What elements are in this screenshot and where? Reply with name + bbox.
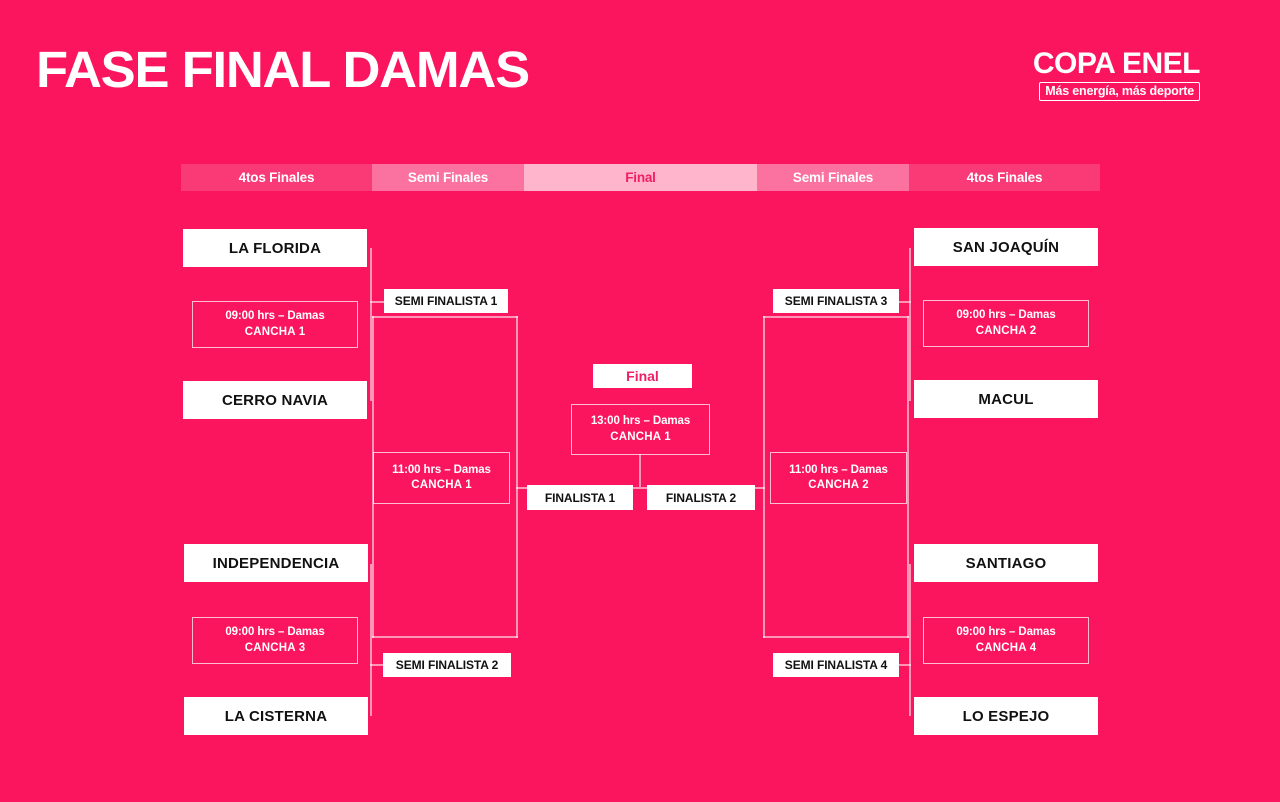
slot-box-finalista-2[interactable]: FINALISTA 2: [647, 485, 755, 510]
team-box-macul[interactable]: MACUL: [914, 380, 1098, 418]
match-court: CANCHA 1: [244, 325, 306, 338]
match-time: 11:00 hrs – Damas: [392, 463, 491, 476]
connector-right-qf1-spine: [909, 248, 911, 401]
round-label-final: Final: [524, 164, 757, 191]
connector-left-sf1-top: [372, 316, 518, 318]
connector-left-qf1-to-slot: [370, 301, 384, 303]
logo-wordmark: COPA ENEL: [1032, 47, 1201, 80]
match-court: CANCHA 1: [610, 430, 671, 443]
team-box-independencia[interactable]: INDEPENDENCIA: [184, 544, 368, 582]
connector-right-qf1-to-slot: [897, 301, 911, 303]
match-time: 09:00 hrs – Damas: [956, 626, 1056, 639]
connector-left-qf2-to-slot: [370, 664, 383, 666]
match-court: CANCHA 3: [244, 641, 306, 654]
match-box-final[interactable]: 13:00 hrs – Damas CANCHA 1: [571, 404, 710, 455]
round-label-quarterfinals-left: 4tos Finales: [181, 164, 372, 191]
match-box-right-semifinal[interactable]: 11:00 hrs – Damas CANCHA 2: [770, 452, 907, 504]
connector-right-qf2-to-slot: [898, 664, 911, 666]
slot-box-semi-finalista-4[interactable]: SEMI FINALISTA 4: [773, 653, 899, 677]
match-box-right-qf2[interactable]: 09:00 hrs – Damas CANCHA 4: [923, 617, 1089, 664]
connector-final-horizontal: [528, 487, 753, 489]
team-box-san-joaquin[interactable]: SAN JOAQUÍN: [914, 228, 1098, 266]
slot-box-finalista-1[interactable]: FINALISTA 1: [527, 485, 633, 510]
connector-left-qf1-spine: [370, 248, 372, 401]
connector-right-semi-to-finalista: [753, 487, 765, 489]
team-box-santiago[interactable]: SANTIAGO: [914, 544, 1098, 582]
logo-tagline: Más energía, más deporte: [1039, 81, 1200, 101]
match-court: CANCHA 2: [975, 324, 1037, 337]
match-court: CANCHA 1: [411, 479, 472, 491]
connector-left-sf-vertical: [516, 316, 518, 638]
connector-final-vertical: [639, 454, 641, 487]
round-label-semifinals-left: Semi Finales: [372, 164, 524, 191]
connector-right-sf-inner-vertical: [907, 316, 909, 638]
match-time: 11:00 hrs – Damas: [789, 463, 888, 476]
team-box-cerro-navia[interactable]: CERRO NAVIA: [183, 381, 367, 419]
connector-right-sf-vertical: [763, 316, 765, 638]
page-title: FASE FINAL DAMAS: [36, 41, 530, 98]
match-box-left-qf1[interactable]: 09:00 hrs – Damas CANCHA 1: [192, 301, 358, 348]
match-court: CANCHA 2: [808, 479, 869, 491]
match-time: 13:00 hrs – Damas: [590, 415, 691, 428]
match-time: 09:00 hrs – Damas: [225, 310, 325, 323]
connector-right-sf3-top: [763, 316, 909, 318]
match-box-right-qf1[interactable]: 09:00 hrs – Damas CANCHA 2: [923, 300, 1089, 347]
match-box-left-semifinal[interactable]: 11:00 hrs – Damas CANCHA 1: [373, 452, 510, 504]
round-label-semifinals-right: Semi Finales: [757, 164, 909, 191]
slot-box-semi-finalista-1[interactable]: SEMI FINALISTA 1: [384, 289, 508, 313]
slot-box-semi-finalista-3[interactable]: SEMI FINALISTA 3: [773, 289, 899, 313]
match-time: 09:00 hrs – Damas: [225, 626, 325, 639]
match-time: 09:00 hrs – Damas: [956, 309, 1056, 322]
connector-right-qf2-spine: [909, 564, 911, 716]
team-box-la-florida[interactable]: LA FLORIDA: [183, 229, 367, 267]
slot-box-semi-finalista-2[interactable]: SEMI FINALISTA 2: [383, 653, 511, 677]
connector-left-sf2-bottom: [372, 636, 518, 638]
team-box-lo-espejo[interactable]: LO ESPEJO: [914, 697, 1098, 735]
team-box-la-cisterna[interactable]: LA CISTERNA: [184, 697, 368, 735]
round-label-quarterfinals-right: 4tos Finales: [909, 164, 1100, 191]
connector-left-semi-to-finalista: [516, 487, 528, 489]
final-label: Final: [593, 364, 692, 388]
connector-left-qf2-spine: [370, 564, 372, 716]
match-box-left-qf2[interactable]: 09:00 hrs – Damas CANCHA 3: [192, 617, 358, 664]
copa-enel-logo: COPA ENEL Más energía, más deporte: [1032, 47, 1201, 101]
connector-right-sf4-bottom: [763, 636, 909, 638]
match-court: CANCHA 4: [975, 641, 1037, 654]
round-header-bar: 4tos Finales Semi Finales Final Semi Fin…: [181, 164, 1100, 191]
